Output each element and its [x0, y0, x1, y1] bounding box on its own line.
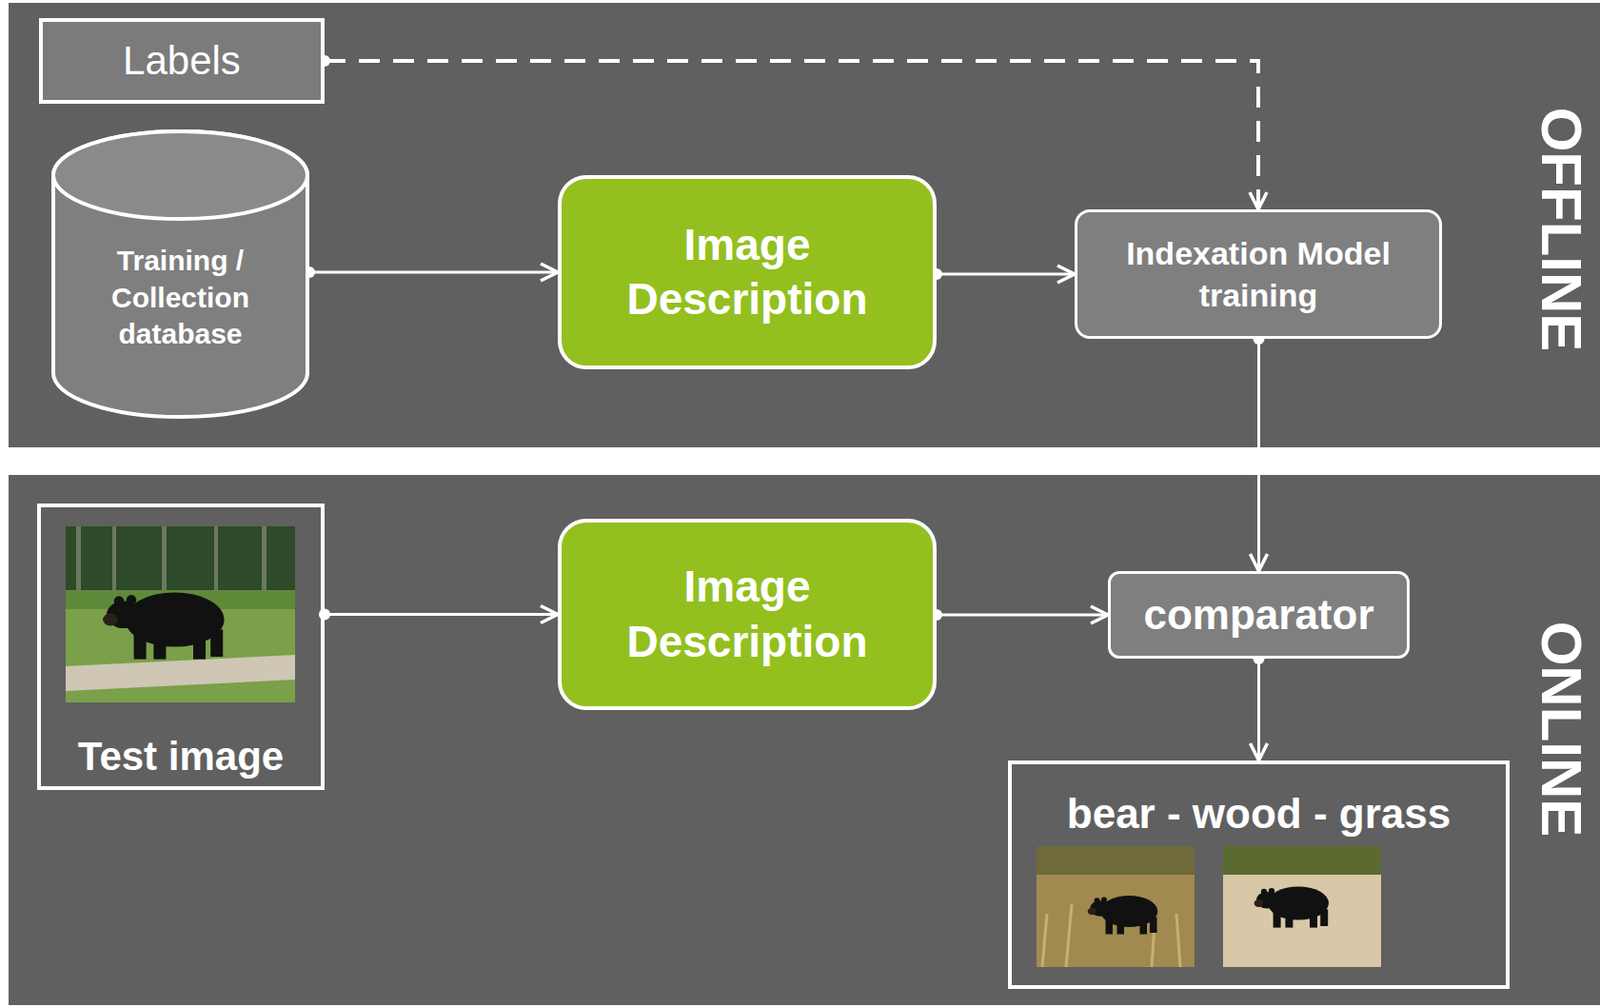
tree-trunk	[76, 526, 81, 593]
cylinder-body	[53, 131, 308, 417]
flow-arrow	[936, 273, 1075, 277]
offline-panel	[8, 2, 1600, 448]
result-photo	[1036, 846, 1195, 968]
node-text: Labels	[122, 37, 241, 85]
node-text: bear - wood - grass	[1066, 789, 1451, 840]
result-photo	[1223, 846, 1382, 968]
tree-trunk	[161, 526, 167, 593]
image-frame: Test image	[37, 503, 325, 791]
process-box: Image Description	[557, 518, 937, 711]
node-text: Training / Collection database	[99, 242, 262, 353]
grass	[65, 526, 296, 703]
database-cylinder: Training / Collection database	[51, 129, 310, 419]
cylinder-top	[53, 131, 308, 219]
flow-arrow	[309, 271, 558, 275]
section-label: ONLINE	[1528, 621, 1595, 838]
tree-trunk	[214, 526, 218, 593]
node-text: Indexation Model training	[1125, 232, 1392, 317]
flow-arrow	[1257, 338, 1261, 572]
test-photo	[65, 526, 296, 703]
bear	[102, 592, 224, 659]
section-label: OFFLINE	[1528, 107, 1595, 353]
tree-trunk	[112, 526, 117, 593]
flow-arrow	[1257, 658, 1261, 761]
online-panel	[8, 474, 1600, 1006]
node-text: comparator	[1143, 590, 1374, 641]
brush	[1036, 846, 1195, 875]
log	[65, 654, 296, 692]
brush	[1223, 846, 1382, 875]
bear	[1254, 886, 1329, 928]
node-text: Test image	[78, 732, 284, 781]
forest	[65, 526, 296, 598]
process-box: comparator	[1107, 571, 1410, 659]
node-text: Image Description	[604, 559, 890, 670]
process-box: Image Description	[557, 175, 937, 370]
flow-arrow	[324, 612, 558, 616]
tree-trunk	[261, 526, 267, 593]
flow-arrow	[936, 613, 1108, 617]
result-box: bear - wood - grass	[1007, 760, 1510, 989]
dry-grass	[1036, 846, 1195, 968]
process-box: Indexation Model training	[1074, 209, 1442, 339]
sandy-ground	[1223, 846, 1382, 968]
node-text: Image Description	[604, 217, 890, 328]
label-box: Labels	[39, 18, 325, 104]
bear	[1087, 895, 1159, 935]
